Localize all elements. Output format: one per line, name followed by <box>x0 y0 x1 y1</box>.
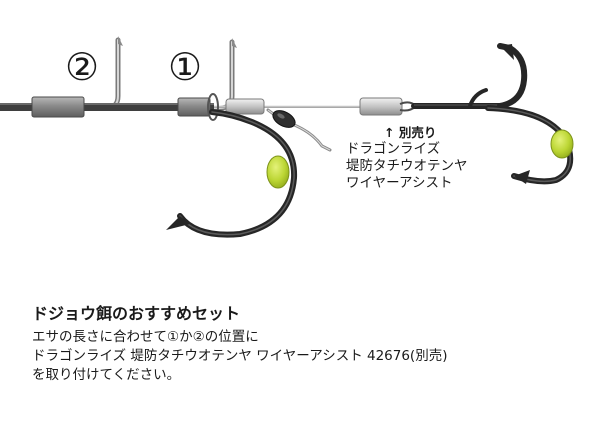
hook-icon <box>166 109 298 238</box>
description-title: ドジョウ餌のおすすめセット <box>32 304 241 323</box>
treble-hook-icon <box>468 43 574 185</box>
callout-line: ワイヤーアシスト <box>346 175 453 191</box>
wire-sleeve-icon <box>225 98 265 115</box>
callout-line: 堤防タチウオテンヤ <box>346 158 468 174</box>
position-1-label: ① <box>168 45 202 89</box>
description: ドジョウ餌のおすすめセット エサの長さに合わせて①か②の位置に ドラゴンライズ … <box>32 303 572 385</box>
arrow-up-icon: ↑ <box>384 125 395 140</box>
treble-crimp-sleeve-icon <box>359 97 403 116</box>
description-line: を取り付けてください。 <box>32 367 181 383</box>
crimp-sleeve-2-icon <box>31 96 85 118</box>
callout-line: ドラゴンライズ <box>346 141 441 157</box>
small-pin-icon <box>266 108 332 152</box>
description-line: ドラゴンライズ 堤防タチウオテンヤ ワイヤーアシスト 42676(別売) <box>32 348 448 364</box>
wire-loop-icon <box>207 93 219 121</box>
sold-separately-callout: ↑ 別売り ドラゴンライズ 堤防タチウオテンヤ ワイヤーアシスト <box>346 124 468 192</box>
crimp-sleeve-1-icon <box>177 97 211 117</box>
position-2-label: ② <box>65 45 99 89</box>
treble-bead-icon <box>550 129 574 159</box>
jig-shaft <box>0 103 214 111</box>
rig-diagram: ② ① <box>0 36 574 238</box>
sold-separately-tag: 別売り <box>398 125 437 140</box>
bead-icon <box>266 155 290 189</box>
description-line: エサの長さに合わせて①か②の位置に <box>32 329 259 345</box>
